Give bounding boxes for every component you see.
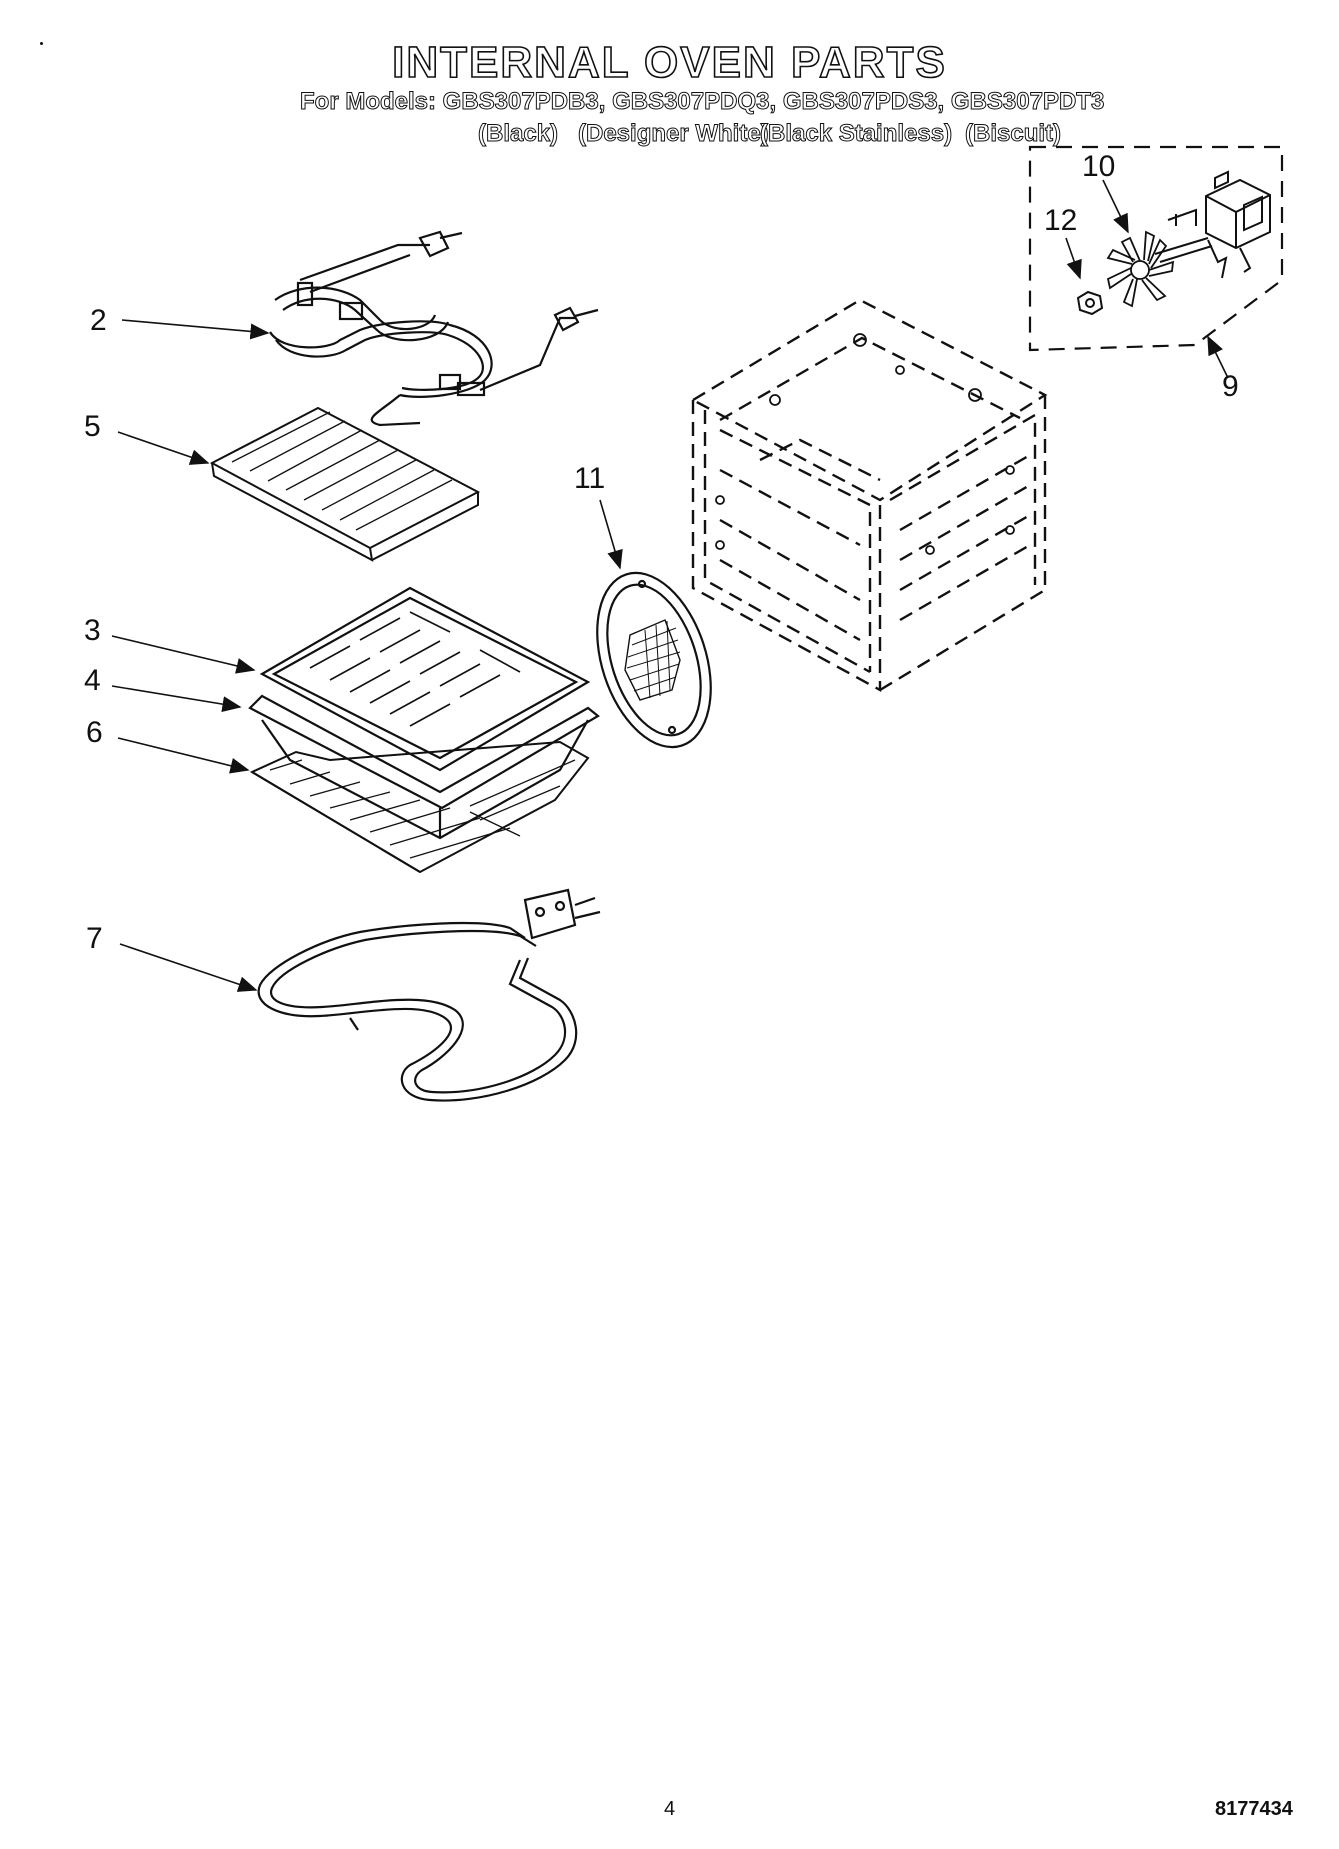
leader-5 xyxy=(117,431,210,465)
oven-cavity xyxy=(690,298,1048,693)
upper-element-part-2 xyxy=(269,230,599,427)
broil-pan-part-4 xyxy=(248,694,600,840)
callout-9: 9 xyxy=(1222,370,1239,403)
broil-pan-grid-part-3 xyxy=(259,586,591,772)
callout-11: 11 xyxy=(574,462,606,495)
leader-10 xyxy=(1102,179,1129,234)
page-number: 4 xyxy=(664,1798,676,1820)
callout-3: 3 xyxy=(84,614,101,647)
models-line: For Models: GBS307PDB3, GBS307PDQ3, GBS3… xyxy=(299,88,1105,116)
color-black-stainless: (Black Stainless) xyxy=(759,120,953,148)
oven-cavity-holes xyxy=(715,333,1015,555)
fan-motor xyxy=(1154,170,1271,279)
callout-12: 12 xyxy=(1044,204,1078,237)
leader-9 xyxy=(1207,335,1229,379)
stray-mark xyxy=(40,42,43,45)
leader-4 xyxy=(111,685,242,713)
nut-part-12 xyxy=(1076,290,1104,316)
callout-10: 10 xyxy=(1082,150,1116,183)
leader-12 xyxy=(1065,237,1082,280)
rack-shield-part-5 xyxy=(209,406,481,562)
color-biscuit: (Biscuit) xyxy=(965,120,1062,148)
callout-5: 5 xyxy=(84,410,101,443)
leader-7 xyxy=(119,943,258,992)
bake-element-part-7 xyxy=(257,888,601,1102)
color-designer-white: (Designer White) xyxy=(578,120,770,148)
color-black: (Black) xyxy=(477,120,559,148)
leader-lines xyxy=(111,179,1229,992)
callout-4: 4 xyxy=(84,664,101,697)
convection-assembly-box-part-9 xyxy=(1028,145,1284,352)
page-title: INTERNAL OVEN PARTS xyxy=(391,37,947,88)
leader-2 xyxy=(121,319,270,340)
bottom-rack-part-6 xyxy=(249,740,590,874)
leader-11 xyxy=(599,499,623,570)
callout-2: 2 xyxy=(90,304,107,337)
callout-7: 7 xyxy=(86,922,103,955)
fan-blade-part-10 xyxy=(1106,230,1175,308)
fan-cover-part-11 xyxy=(596,571,712,749)
leader-3 xyxy=(111,635,256,674)
leader-6 xyxy=(117,737,250,774)
fan-cover-mesh xyxy=(626,620,681,699)
callout-6: 6 xyxy=(86,716,103,749)
document-number: 8177434 xyxy=(1215,1798,1293,1820)
